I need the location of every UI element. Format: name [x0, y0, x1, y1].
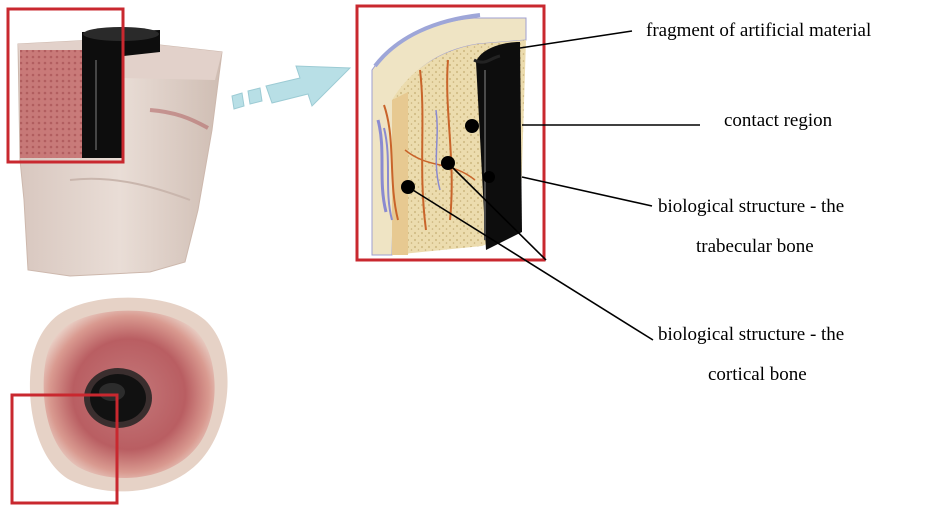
label-cortical-line2: cortical bone — [708, 364, 807, 386]
detail-illustration — [357, 6, 544, 260]
label-trabecular-line1: biological structure - the — [658, 196, 844, 218]
label-cortical-line1: biological structure - the — [658, 324, 844, 346]
marker-trabecular — [441, 156, 455, 170]
bone-cross-section-photo — [12, 298, 228, 503]
label-contact-region: contact region — [724, 110, 832, 132]
marker-contact — [465, 119, 479, 133]
label-artificial-material: fragment of artificial material — [646, 20, 871, 42]
bone-block-photo — [8, 9, 222, 276]
zoom-arrow — [232, 66, 350, 109]
label-trabecular-line2: trabecular bone — [696, 236, 814, 258]
marker-cortical — [401, 180, 415, 194]
marker-implant-edge — [483, 171, 495, 183]
